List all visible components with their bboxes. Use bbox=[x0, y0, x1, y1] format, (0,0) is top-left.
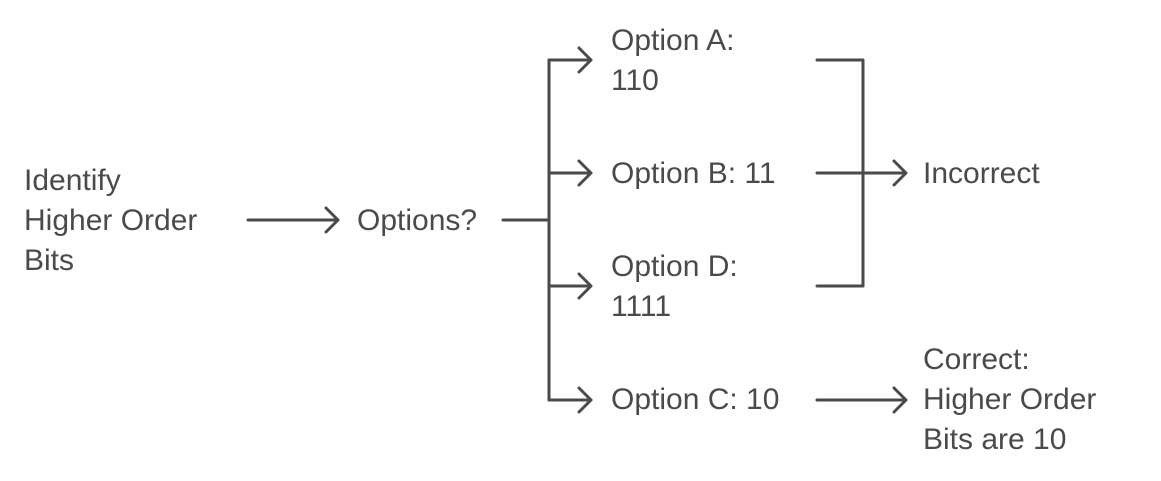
edge-options-to-option-d bbox=[547, 272, 593, 300]
node-options-question: Options? bbox=[357, 204, 478, 237]
node-option-c: Option C: 10 bbox=[611, 383, 780, 416]
node-identify-higher-order-bits: Identify Higher Order Bits bbox=[24, 164, 198, 277]
edge-options-to-option-c bbox=[547, 386, 593, 414]
node-incorrect: Incorrect bbox=[923, 157, 1040, 190]
edge-options-to-option-a bbox=[547, 46, 593, 74]
edge-identify-to-options bbox=[246, 206, 340, 234]
merge-bracket bbox=[815, 58, 865, 288]
node-correct: Correct: Higher Order Bits are 10 bbox=[923, 343, 1097, 456]
node-option-b: Option B: 11 bbox=[611, 157, 776, 190]
node-option-a: Option A: 110 bbox=[611, 24, 735, 97]
node-option-d: Option D: 1111 bbox=[611, 250, 738, 323]
edge-merge-to-incorrect bbox=[861, 159, 908, 187]
edge-options-to-option-b bbox=[547, 159, 593, 187]
edge-option-c-to-correct bbox=[815, 386, 908, 414]
